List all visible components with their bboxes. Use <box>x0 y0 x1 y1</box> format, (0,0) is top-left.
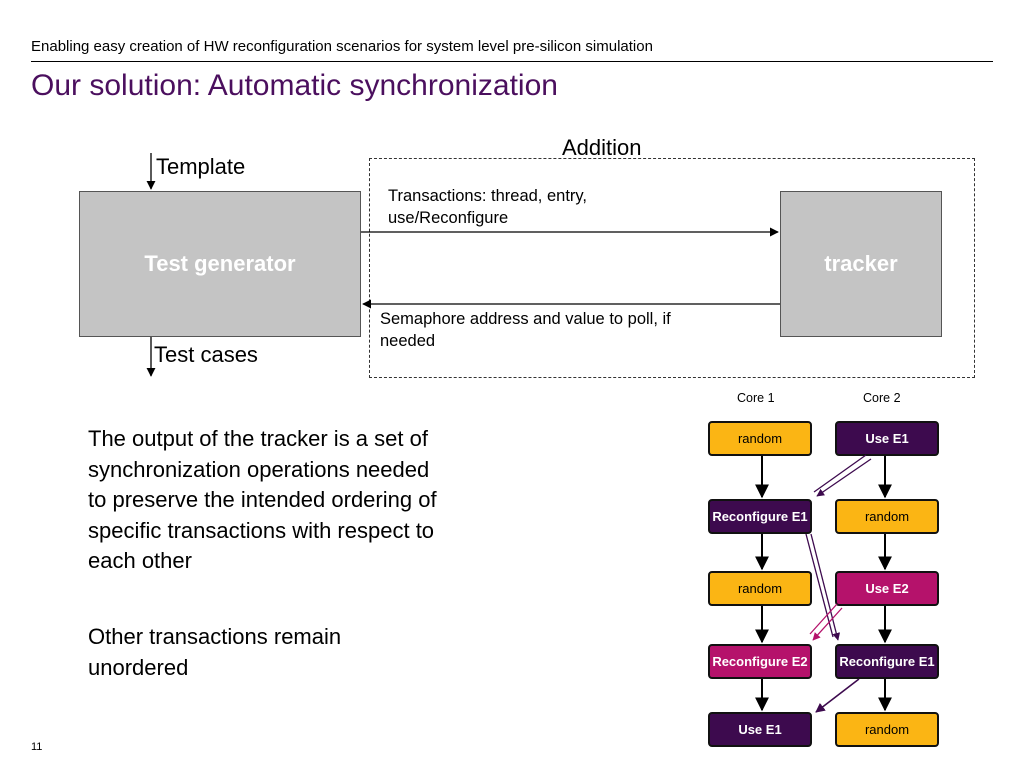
core-1-label: Core 1 <box>737 391 775 405</box>
addition-label: Addition <box>562 135 642 160</box>
template-label: Template <box>156 154 246 179</box>
addition-region <box>369 158 975 378</box>
sync-arrow-reconfigure-e1-to-use-e1 <box>815 678 860 713</box>
core2-node-use-e2: Use E2 <box>835 571 939 606</box>
presentation-subtitle: Enabling easy creation of HW reconfigura… <box>31 38 653 55</box>
header-divider <box>31 61 993 62</box>
tracker-box: tracker <box>780 191 942 337</box>
sync-arrow-use-e2-to-reconfigure-e2 <box>809 603 843 641</box>
slide-title: Our solution: Automatic synchronization <box>31 69 558 102</box>
core1-node-random-2: random <box>708 571 812 606</box>
core1-node-use-e1: Use E1 <box>708 712 812 747</box>
core2-node-random-1: random <box>835 499 939 534</box>
transactions-label: Transactions: thread, entry, use/Reconfi… <box>388 187 588 227</box>
body-paragraph-1: The output of the tracker is a set of sy… <box>88 426 437 573</box>
core1-node-random-1: random <box>708 421 812 456</box>
semaphore-label: Semaphore address and value to poll, if … <box>380 310 671 350</box>
core2-node-random-2: random <box>835 712 939 747</box>
body-paragraph-2: Other transactions remain unordered <box>88 624 342 680</box>
core2-node-use-e1: Use E1 <box>835 421 939 456</box>
sync-arrow-use-e1-to-reconfigure-e1 <box>813 454 872 497</box>
test-cases-label: Test cases <box>154 342 258 367</box>
core1-node-reconfigure-e1: Reconfigure E1 <box>708 499 812 534</box>
core-2-label: Core 2 <box>863 391 901 405</box>
core1-node-reconfigure-e2: Reconfigure E2 <box>708 644 812 679</box>
page-number: 11 <box>31 741 43 753</box>
sync-arrow-reconfigure-e1-to-reconfigure-e1 <box>805 533 841 641</box>
test-generator-box: Test generator <box>79 191 361 337</box>
core2-node-reconfigure-e1: Reconfigure E1 <box>835 644 939 679</box>
